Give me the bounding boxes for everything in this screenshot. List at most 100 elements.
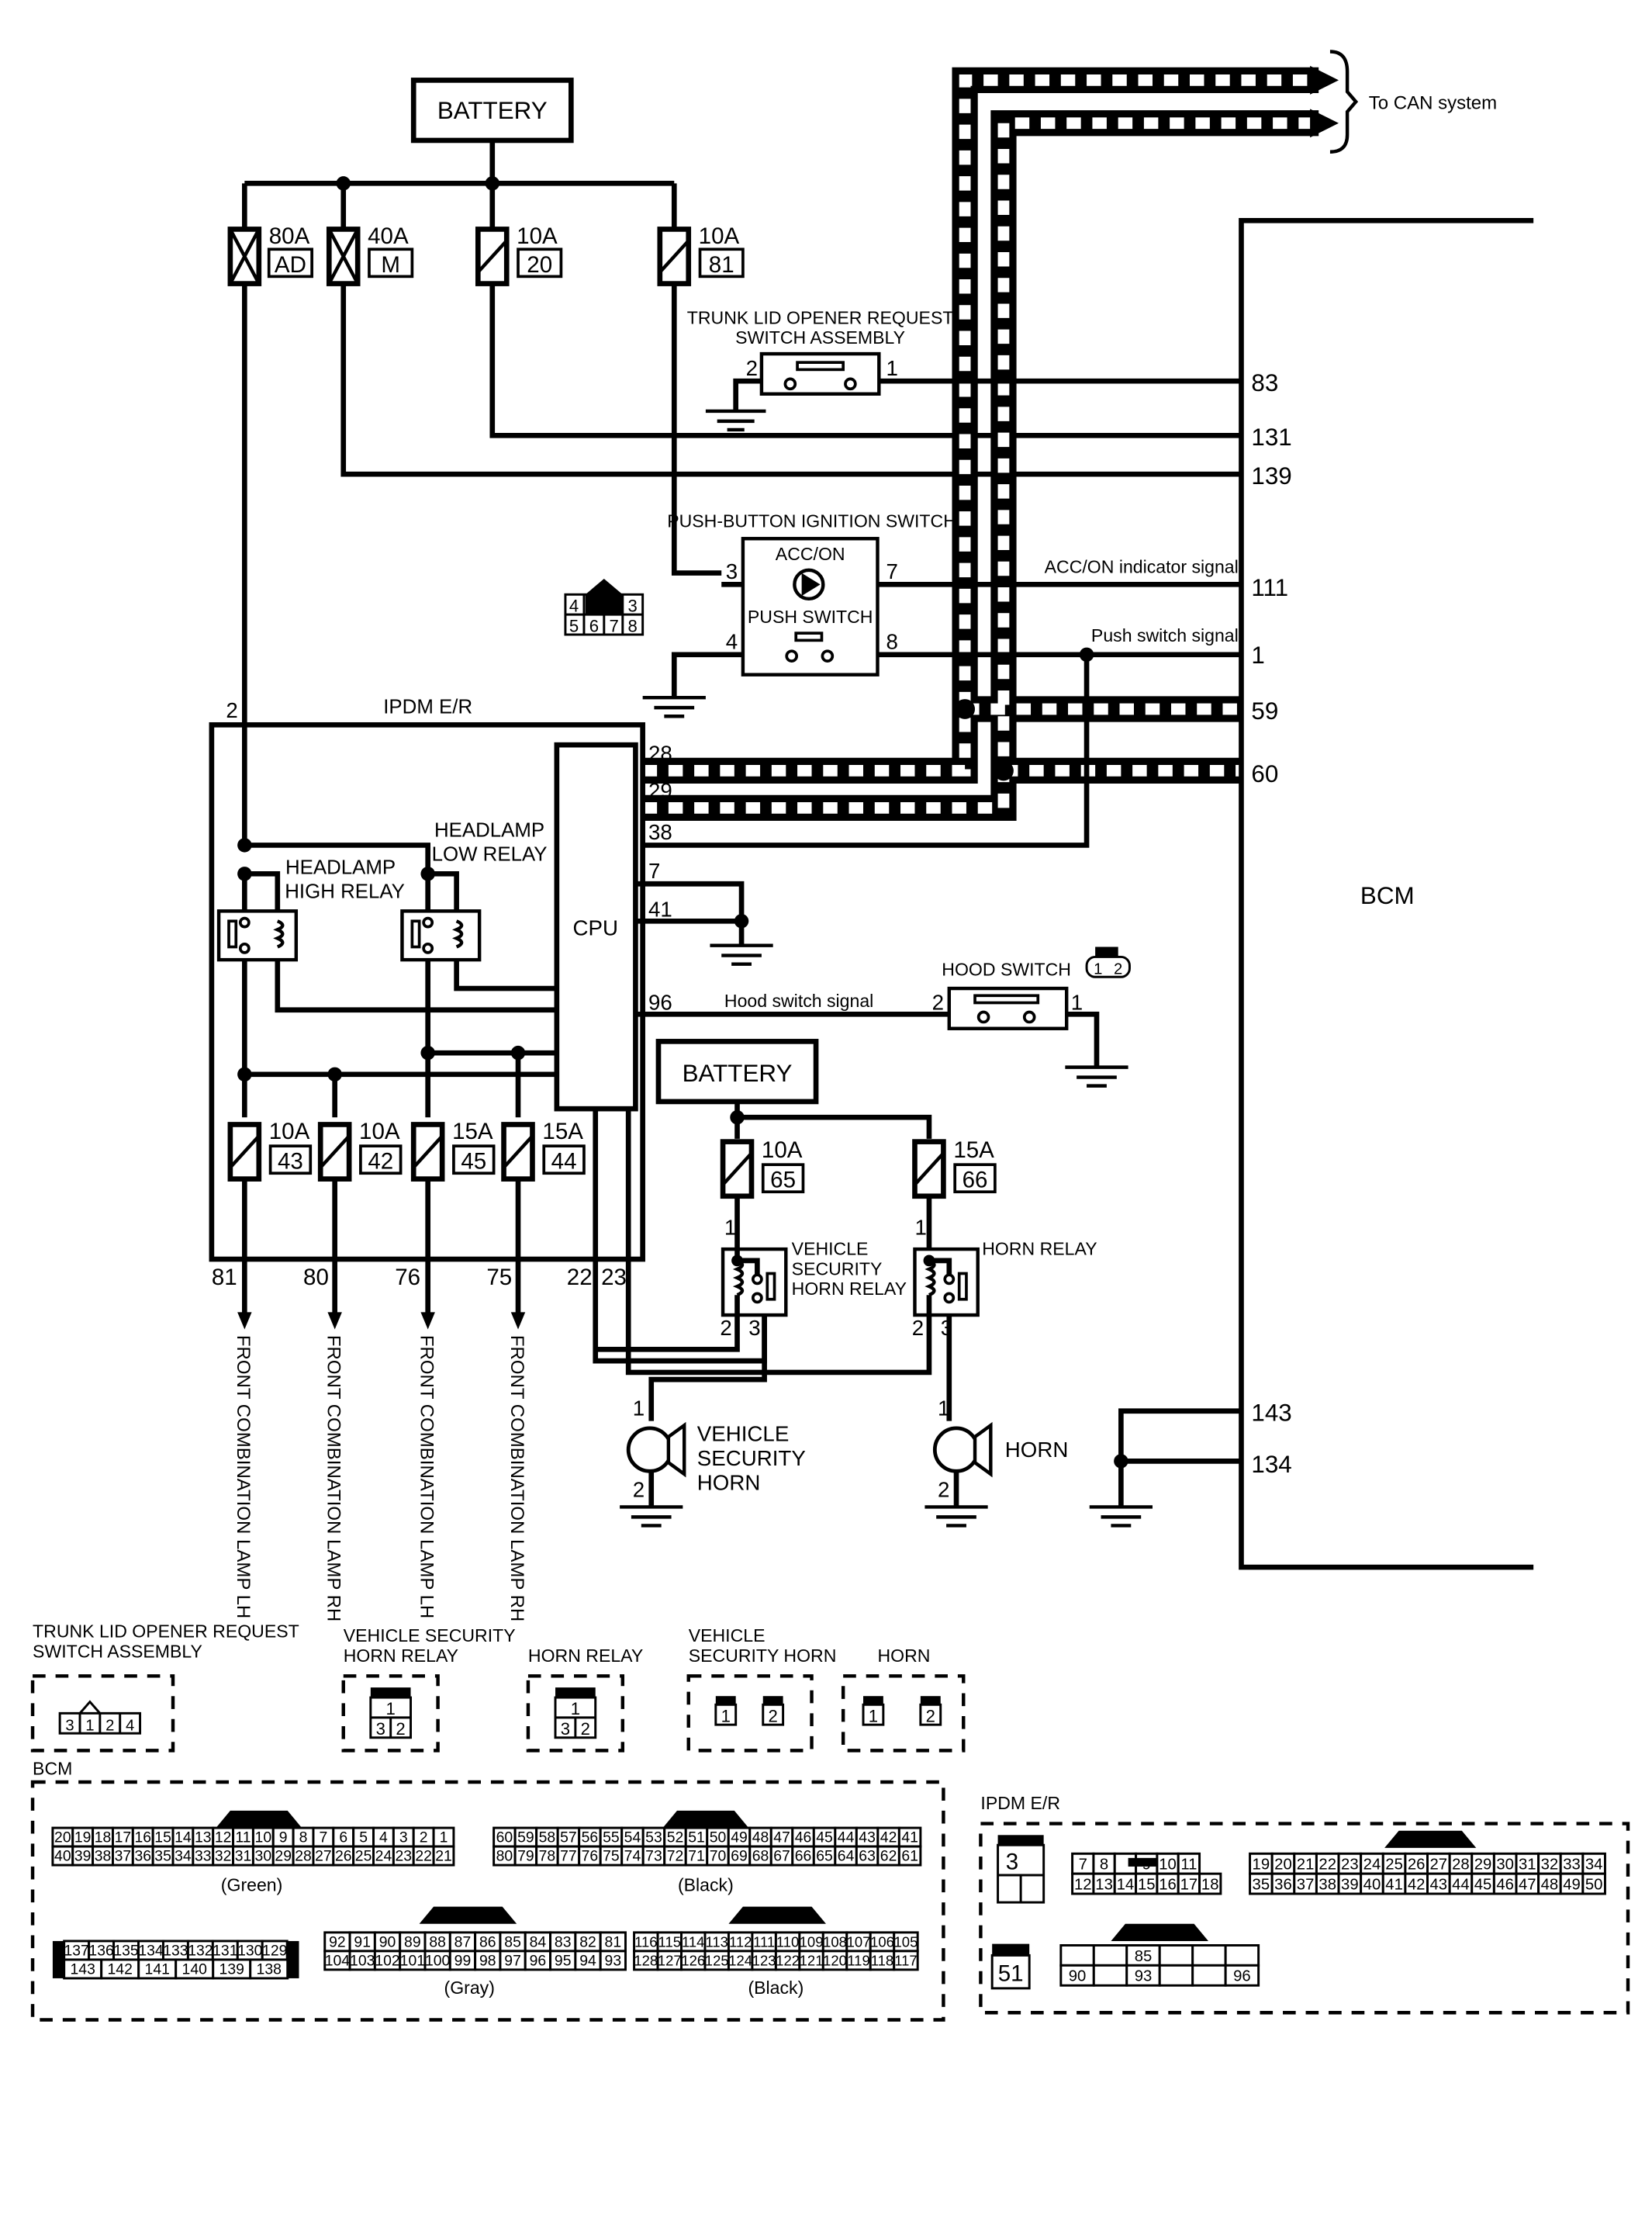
vs-horn-label: SECURITY [697, 1446, 806, 1470]
ipdm-pin: 76 [395, 1265, 420, 1290]
connector-cell [599, 1950, 627, 1971]
fuse-rating: 40A [368, 223, 409, 249]
connector-pin: 86 [479, 1933, 496, 1950]
horn-relay-label: HORN RELAY [982, 1238, 1097, 1258]
connector-pin: 27 [1430, 1857, 1448, 1874]
connector-cell [175, 1958, 215, 1980]
connector-pin: 2 [1114, 961, 1122, 978]
connector-pin: 81 [605, 1933, 622, 1950]
fuse-id: M [381, 252, 400, 278]
ipdm-pin: 28 [648, 741, 672, 765]
can-bus-lines [642, 67, 1319, 822]
connector-cell [893, 1931, 919, 1953]
connector-pin: 28 [1452, 1857, 1470, 1874]
trunk-switch-title: TRUNK LID OPENER REQUEST [687, 307, 954, 327]
connector-pin: 53 [645, 1829, 662, 1846]
junction-dot [237, 1067, 252, 1082]
connector-pin: 99 [454, 1952, 472, 1969]
connector-pin: 115 [658, 1933, 681, 1950]
ignition-switch-body [741, 537, 880, 677]
pin-label: 3 [748, 1316, 760, 1340]
connector-pin: 31 [1519, 1857, 1536, 1874]
connector-pin: 113 [705, 1933, 728, 1950]
connector-pin: 87 [454, 1933, 472, 1950]
connector-pin: 1 [571, 1699, 580, 1718]
legend-ipdm-box [979, 1822, 1630, 2015]
connector-cell [869, 1950, 896, 1971]
fusible-link-80a [227, 227, 262, 286]
connector-pin: 138 [257, 1960, 282, 1978]
connector-pin: 85 [1135, 1948, 1153, 1965]
connector-pin: 51 [688, 1829, 705, 1846]
ground-symbol [1089, 1505, 1153, 1528]
connector-pin: 109 [800, 1933, 824, 1950]
connector-pin: 26 [1408, 1857, 1426, 1874]
connector-cell [599, 1826, 624, 1848]
connector-pin: 98 [479, 1952, 496, 1969]
junction-dot [955, 699, 976, 719]
connector-pin: 137 [64, 1942, 88, 1959]
legend-color: (Gray) [444, 1978, 495, 1998]
connector-pin: 8 [1100, 1857, 1108, 1874]
connector-key [1384, 1830, 1477, 1848]
connector-cell [423, 1931, 451, 1953]
connector-pin: 61 [901, 1848, 918, 1865]
connector-pin: 143 [71, 1960, 95, 1978]
connector-key [728, 1906, 826, 1924]
connector-pin: 79 [517, 1848, 534, 1865]
connector-pin: 66 [795, 1848, 812, 1865]
connector-cell [663, 1845, 687, 1867]
junction-dot [734, 914, 749, 929]
pin-label: 1 [914, 1216, 926, 1240]
connector-cell [897, 1845, 922, 1867]
legend-vsh-title: SECURITY HORN [689, 1646, 837, 1666]
connector-cell [348, 1950, 376, 1971]
bcm-box [1239, 218, 1534, 1570]
connector-pin: 114 [682, 1933, 704, 1950]
connector-pin: 74 [624, 1848, 641, 1865]
pin-label: 7 [886, 559, 898, 583]
fuse-rating: 10A [517, 223, 558, 249]
connector-pin: 44 [1452, 1876, 1470, 1893]
connector-cell [1092, 1964, 1128, 1987]
connector-pin: 88 [429, 1933, 446, 1950]
connector-pin: 32 [1541, 1857, 1559, 1874]
connector-pin: 129 [262, 1942, 287, 1959]
junction-dot [1114, 1454, 1128, 1469]
output-label: FRONT COMBINATION LAMP RH [323, 1335, 344, 1621]
connector-cell [706, 1845, 730, 1867]
pin-label: 2 [912, 1316, 924, 1340]
connector-cell [513, 1826, 538, 1848]
connector-pin: 13 [1095, 1876, 1113, 1893]
connector-pin: 142 [108, 1960, 133, 1978]
fuse-10a-20 [475, 227, 510, 286]
connector-pin: 30 [1496, 1857, 1514, 1874]
output-label: FRONT COMBINATION LAMP RH [506, 1335, 527, 1621]
connector-pin: 27 [315, 1848, 332, 1865]
connector-cell [1337, 1872, 1363, 1895]
ipdm-pin: 75 [486, 1265, 512, 1290]
connector-pin: 140 [182, 1960, 208, 1978]
connector-pin: 132 [188, 1942, 213, 1959]
battery-mid-label: BATTERY [683, 1060, 793, 1087]
connector-pin: 22 [415, 1848, 432, 1865]
junction-dot [510, 1045, 526, 1061]
connector-pin: 96 [530, 1952, 547, 1969]
fuse-15a-45 [410, 1122, 445, 1182]
connector-cell [352, 1845, 375, 1867]
connector-pin: 64 [838, 1848, 855, 1865]
legend-bcm-box [30, 1780, 945, 2022]
headlamp-low-relay [400, 909, 482, 962]
legend-bcm-title: BCM [33, 1759, 72, 1779]
connector-pin: 33 [195, 1848, 212, 1865]
connector-cell [524, 1950, 552, 1971]
battery-top-label: BATTERY [437, 97, 548, 124]
connector-pin: 4 [569, 596, 579, 615]
ipdm-pin: 29 [648, 778, 672, 802]
legend-vsh-box [686, 1674, 814, 1753]
connector-pin: 84 [530, 1933, 547, 1950]
connector-pin: 141 [145, 1960, 170, 1978]
connector-pin: 34 [1585, 1857, 1603, 1874]
connector-pin: 118 [871, 1952, 893, 1968]
